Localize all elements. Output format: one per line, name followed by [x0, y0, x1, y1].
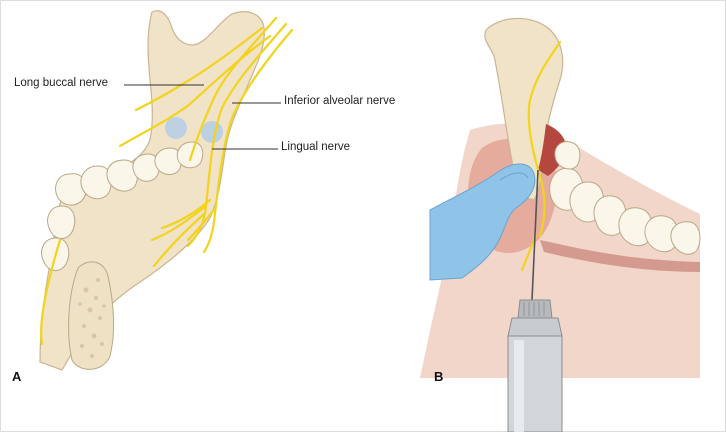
label-long-buccal-nerve: Long buccal nerve [14, 77, 108, 89]
injection-site-alveolar [201, 121, 223, 143]
syringe-icon [508, 300, 562, 432]
panel-a-mandible [40, 11, 292, 370]
label-lingual-nerve: Lingual nerve [281, 141, 350, 153]
panel-label-b: B [434, 369, 443, 384]
bone-cross-section [69, 262, 114, 369]
label-inferior-alveolar-nerve: Inferior alveolar nerve [284, 95, 395, 107]
injection-site-buccal [165, 117, 187, 139]
panel-label-a: A [12, 369, 21, 384]
panel-b-injection [420, 18, 700, 432]
